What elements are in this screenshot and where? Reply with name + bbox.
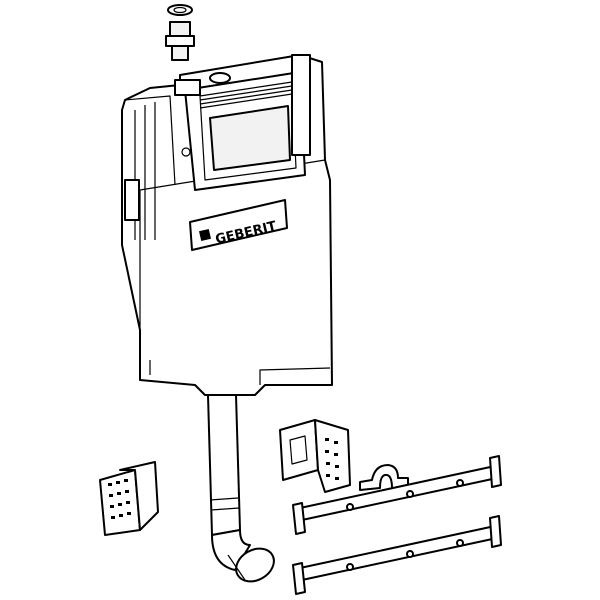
wall-bracket-left — [99, 461, 159, 536]
wall-bracket-right — [279, 419, 351, 493]
concealed-cistern: GEBERIT — [121, 54, 333, 396]
mounting-rail-upper — [292, 455, 502, 535]
valve-connector — [165, 4, 195, 61]
flush-pipe — [207, 394, 275, 583]
mounting-rail-lower — [292, 515, 502, 595]
